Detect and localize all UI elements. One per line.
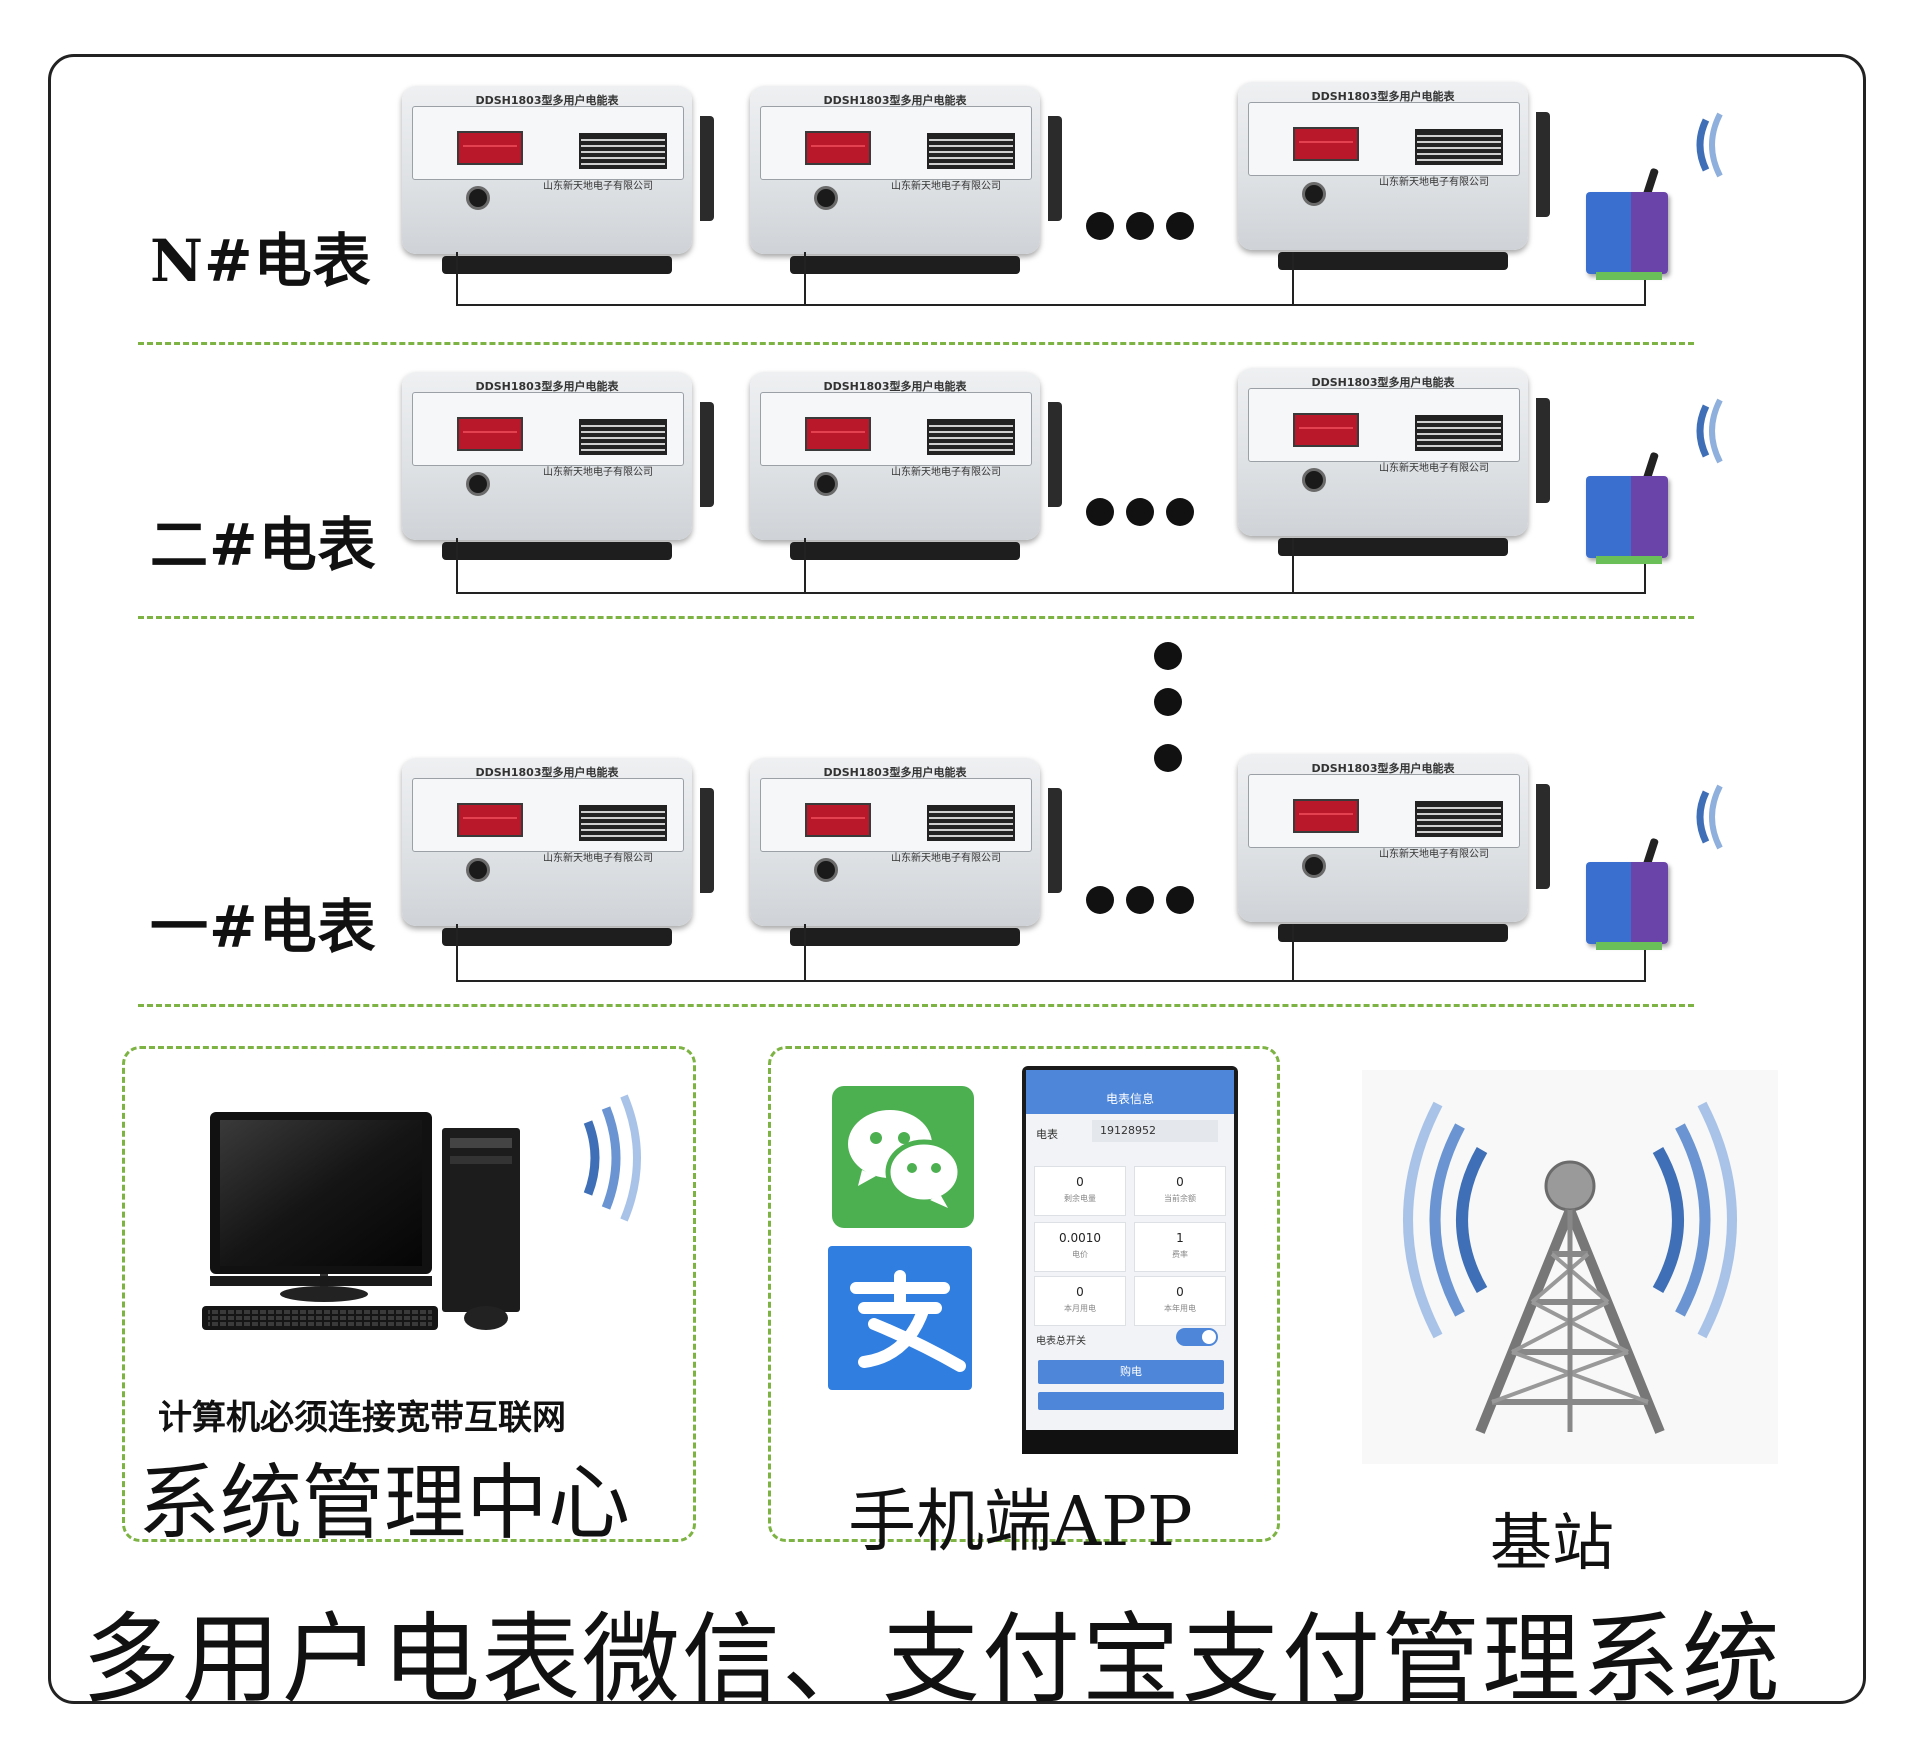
- alipay-icon: [828, 1246, 972, 1390]
- row-label-two: 二#电表: [150, 511, 377, 579]
- meter: DDSH1803型多用户电能表山东新天地电子有限公司: [750, 372, 1062, 568]
- wechat-icon: [832, 1086, 974, 1228]
- computer-icon: [202, 1112, 520, 1330]
- mobile-app-box: [768, 1046, 1280, 1542]
- management-center-box: [122, 1046, 696, 1542]
- meter: DDSH1803型多用户电能表山东新天地电子有限公司: [1238, 754, 1550, 950]
- meter: DDSH1803型多用户电能表山东新天地电子有限公司: [750, 86, 1062, 282]
- meter: DDSH1803型多用户电能表山东新天地电子有限公司: [1238, 82, 1550, 278]
- main-title: 多用户电表微信、支付宝支付管理系统: [82, 1603, 1783, 1717]
- wireless-signal-icon: [583, 1094, 641, 1222]
- phone-navbar: [1022, 1430, 1238, 1454]
- wireless-signal-icon: [1696, 112, 1723, 178]
- row-label-n: N#电表: [150, 227, 372, 295]
- bus-wire: [456, 538, 1646, 594]
- recharge-button[interactable]: 购电: [1038, 1360, 1224, 1384]
- row-separator: [138, 1004, 1694, 1007]
- meter-number: 19128952: [1092, 1120, 1218, 1142]
- management-center-title: 系统管理中心: [138, 1456, 631, 1551]
- base-station-title: 基站: [1490, 1506, 1615, 1579]
- power-switch[interactable]: [1176, 1328, 1218, 1346]
- meter: DDSH1803型多用户电能表山东新天地电子有限公司: [402, 758, 714, 954]
- gprs-module: [1586, 837, 1676, 950]
- row-separator: [138, 616, 1694, 619]
- meter: DDSH1803型多用户电能表山东新天地电子有限公司: [1238, 368, 1550, 564]
- internet-note: 计算机必须连接宽带互联网: [158, 1398, 566, 1438]
- diagram-frame: [48, 54, 1866, 1704]
- meter: DDSH1803型多用户电能表山东新天地电子有限公司: [402, 372, 714, 568]
- gprs-module: [1586, 451, 1676, 564]
- meter: DDSH1803型多用户电能表山东新天地电子有限公司: [750, 758, 1062, 954]
- secondary-button[interactable]: [1038, 1392, 1224, 1410]
- row-label-one: 一#电表: [150, 893, 377, 961]
- switch-label: 电表总开关: [1036, 1336, 1086, 1347]
- gprs-module: [1586, 167, 1676, 280]
- screen-title: 电表信息: [1026, 1084, 1234, 1114]
- meter-label: 电表: [1036, 1128, 1058, 1141]
- mobile-app-title: 手机端APP: [848, 1483, 1193, 1562]
- bus-wire: [456, 252, 1646, 306]
- cell-tower-icon: [1403, 1101, 1737, 1434]
- bus-wire: [456, 924, 1646, 982]
- meter: DDSH1803型多用户电能表山东新天地电子有限公司: [402, 86, 714, 282]
- wireless-signal-icon: [1696, 398, 1723, 464]
- base-station-image: [1362, 1070, 1778, 1464]
- row-separator: [138, 342, 1694, 345]
- wireless-signal-icon: [1696, 784, 1723, 850]
